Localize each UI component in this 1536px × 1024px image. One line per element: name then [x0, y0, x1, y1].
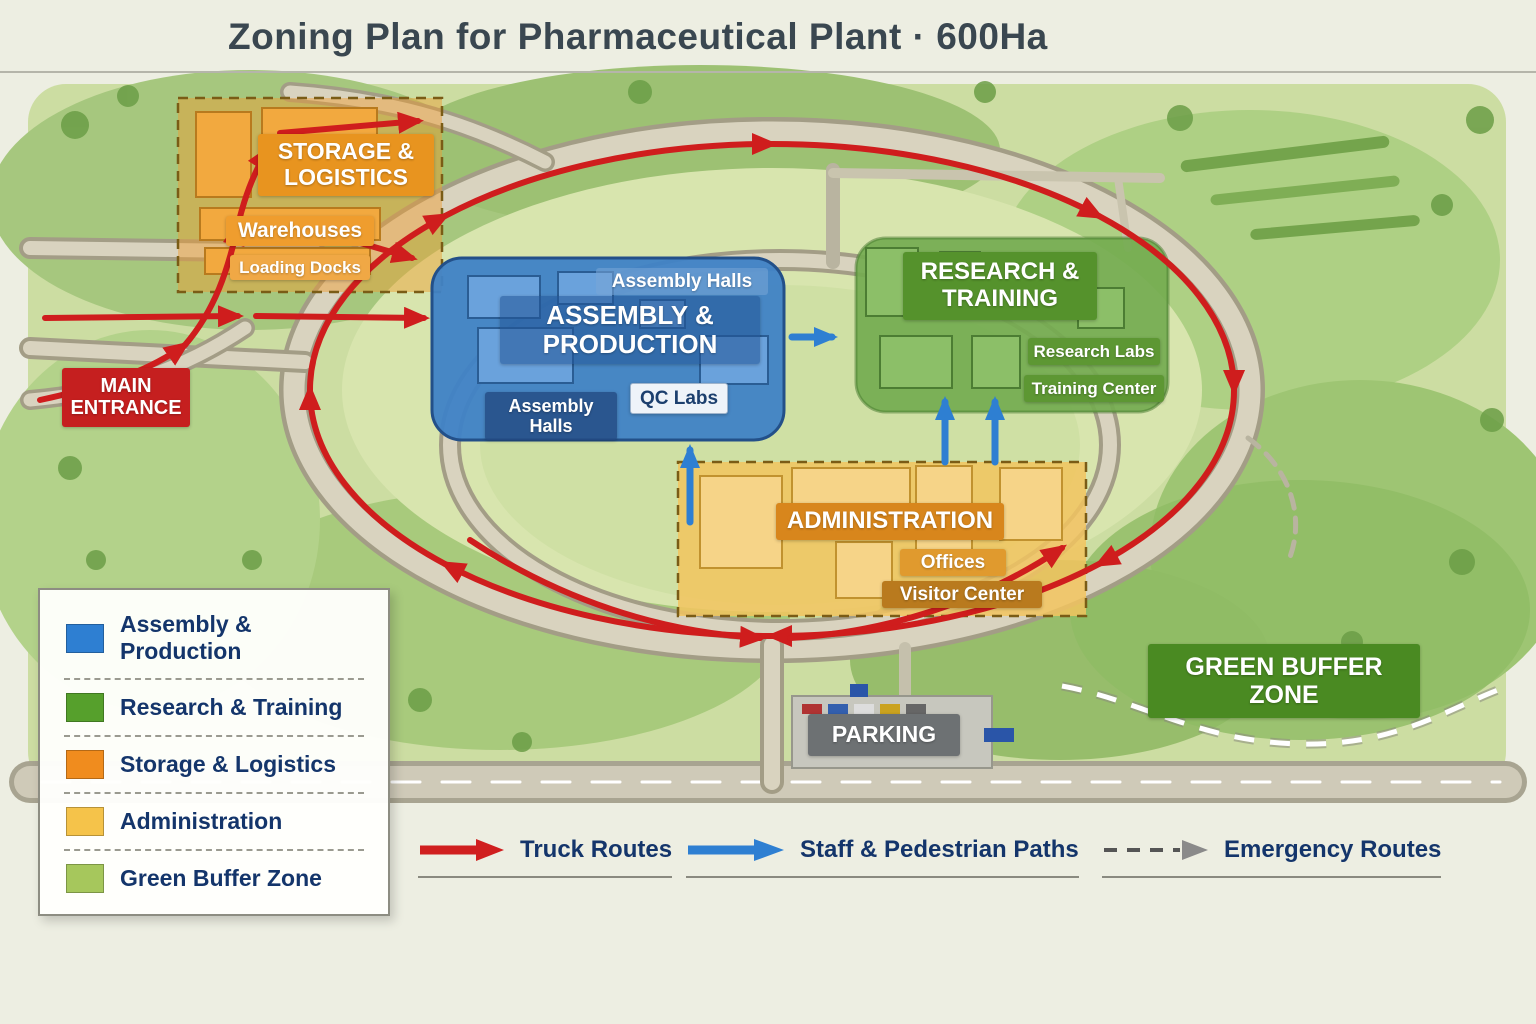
- zone-label-assembly-halls: Assembly Halls: [485, 392, 617, 441]
- legend-row-administration: Administration: [64, 794, 364, 851]
- route-label-emergency: Emergency Routes: [1224, 836, 1442, 863]
- legend-swatch-assembly: [66, 623, 104, 653]
- legend-label-storage: Storage & Logistics: [120, 751, 336, 777]
- legend-row-buffer: Green Buffer Zone: [64, 851, 364, 906]
- legend-swatch-buffer: [66, 864, 104, 893]
- zone-label-assembly-production: ASSEMBLY & PRODUCTION: [500, 296, 760, 365]
- zone-label-main-entrance: MAIN ENTRANCE: [62, 368, 190, 427]
- legend-label-administration: Administration: [120, 808, 283, 834]
- zone-label-research-labs: Research Labs: [1028, 338, 1160, 366]
- emergency-route-arrow-icon: [1104, 840, 1208, 860]
- legend-label-buffer: Green Buffer Zone: [120, 865, 322, 891]
- zone-label-qc-labs: QC Labs: [630, 383, 728, 415]
- route-key-pedestrian: Staff & Pedestrian Paths: [686, 836, 1079, 878]
- truck-route-arrow-icon: [420, 839, 504, 861]
- legend-row-storage: Storage & Logistics: [64, 737, 364, 794]
- page-title: Zoning Plan for Pharmaceutical Plant · 6…: [228, 16, 1048, 57]
- zone-label-research-training: RESEARCH & TRAINING: [903, 252, 1097, 320]
- zone-label-training-center: Training Center: [1024, 375, 1164, 403]
- legend-swatch-administration: [66, 807, 104, 836]
- legend-swatch-storage: [66, 750, 104, 779]
- route-key-emergency: Emergency Routes: [1102, 836, 1442, 878]
- zone-label-warehouses: Warehouses: [226, 216, 374, 246]
- legend-label-research: Research & Training: [120, 694, 343, 720]
- route-label-pedestrian: Staff & Pedestrian Paths: [800, 836, 1079, 863]
- zone-label-visitor-center: Visitor Center: [882, 581, 1042, 609]
- legend-label-assembly: Assembly & Production: [120, 611, 252, 664]
- zone-label-parking: PARKING: [808, 714, 960, 756]
- zone-label-storage-logistics: STORAGE & LOGISTICS: [258, 134, 434, 196]
- zone-label-offices: Offices: [900, 549, 1006, 577]
- header-divider: [0, 71, 1536, 73]
- zone-label-green-buffer: GREEN BUFFER ZONE: [1148, 644, 1420, 718]
- pedestrian-paths: [680, 327, 1005, 526]
- zone-label-loading-docks: Loading Docks: [230, 255, 370, 281]
- zone-label-assembly-halls-top: Assembly Halls: [596, 268, 768, 296]
- route-label-truck: Truck Routes: [520, 836, 673, 863]
- route-key-truck: Truck Routes: [418, 836, 673, 878]
- zone-label-administration: ADMINISTRATION: [776, 503, 1004, 540]
- zone-legend: Assembly & Production Research & Trainin…: [38, 588, 390, 916]
- legend-row-research: Research & Training: [64, 680, 364, 737]
- legend-row-assembly: Assembly & Production: [64, 598, 364, 680]
- legend-swatch-research: [66, 693, 104, 722]
- pedestrian-path-arrow-icon: [688, 839, 784, 861]
